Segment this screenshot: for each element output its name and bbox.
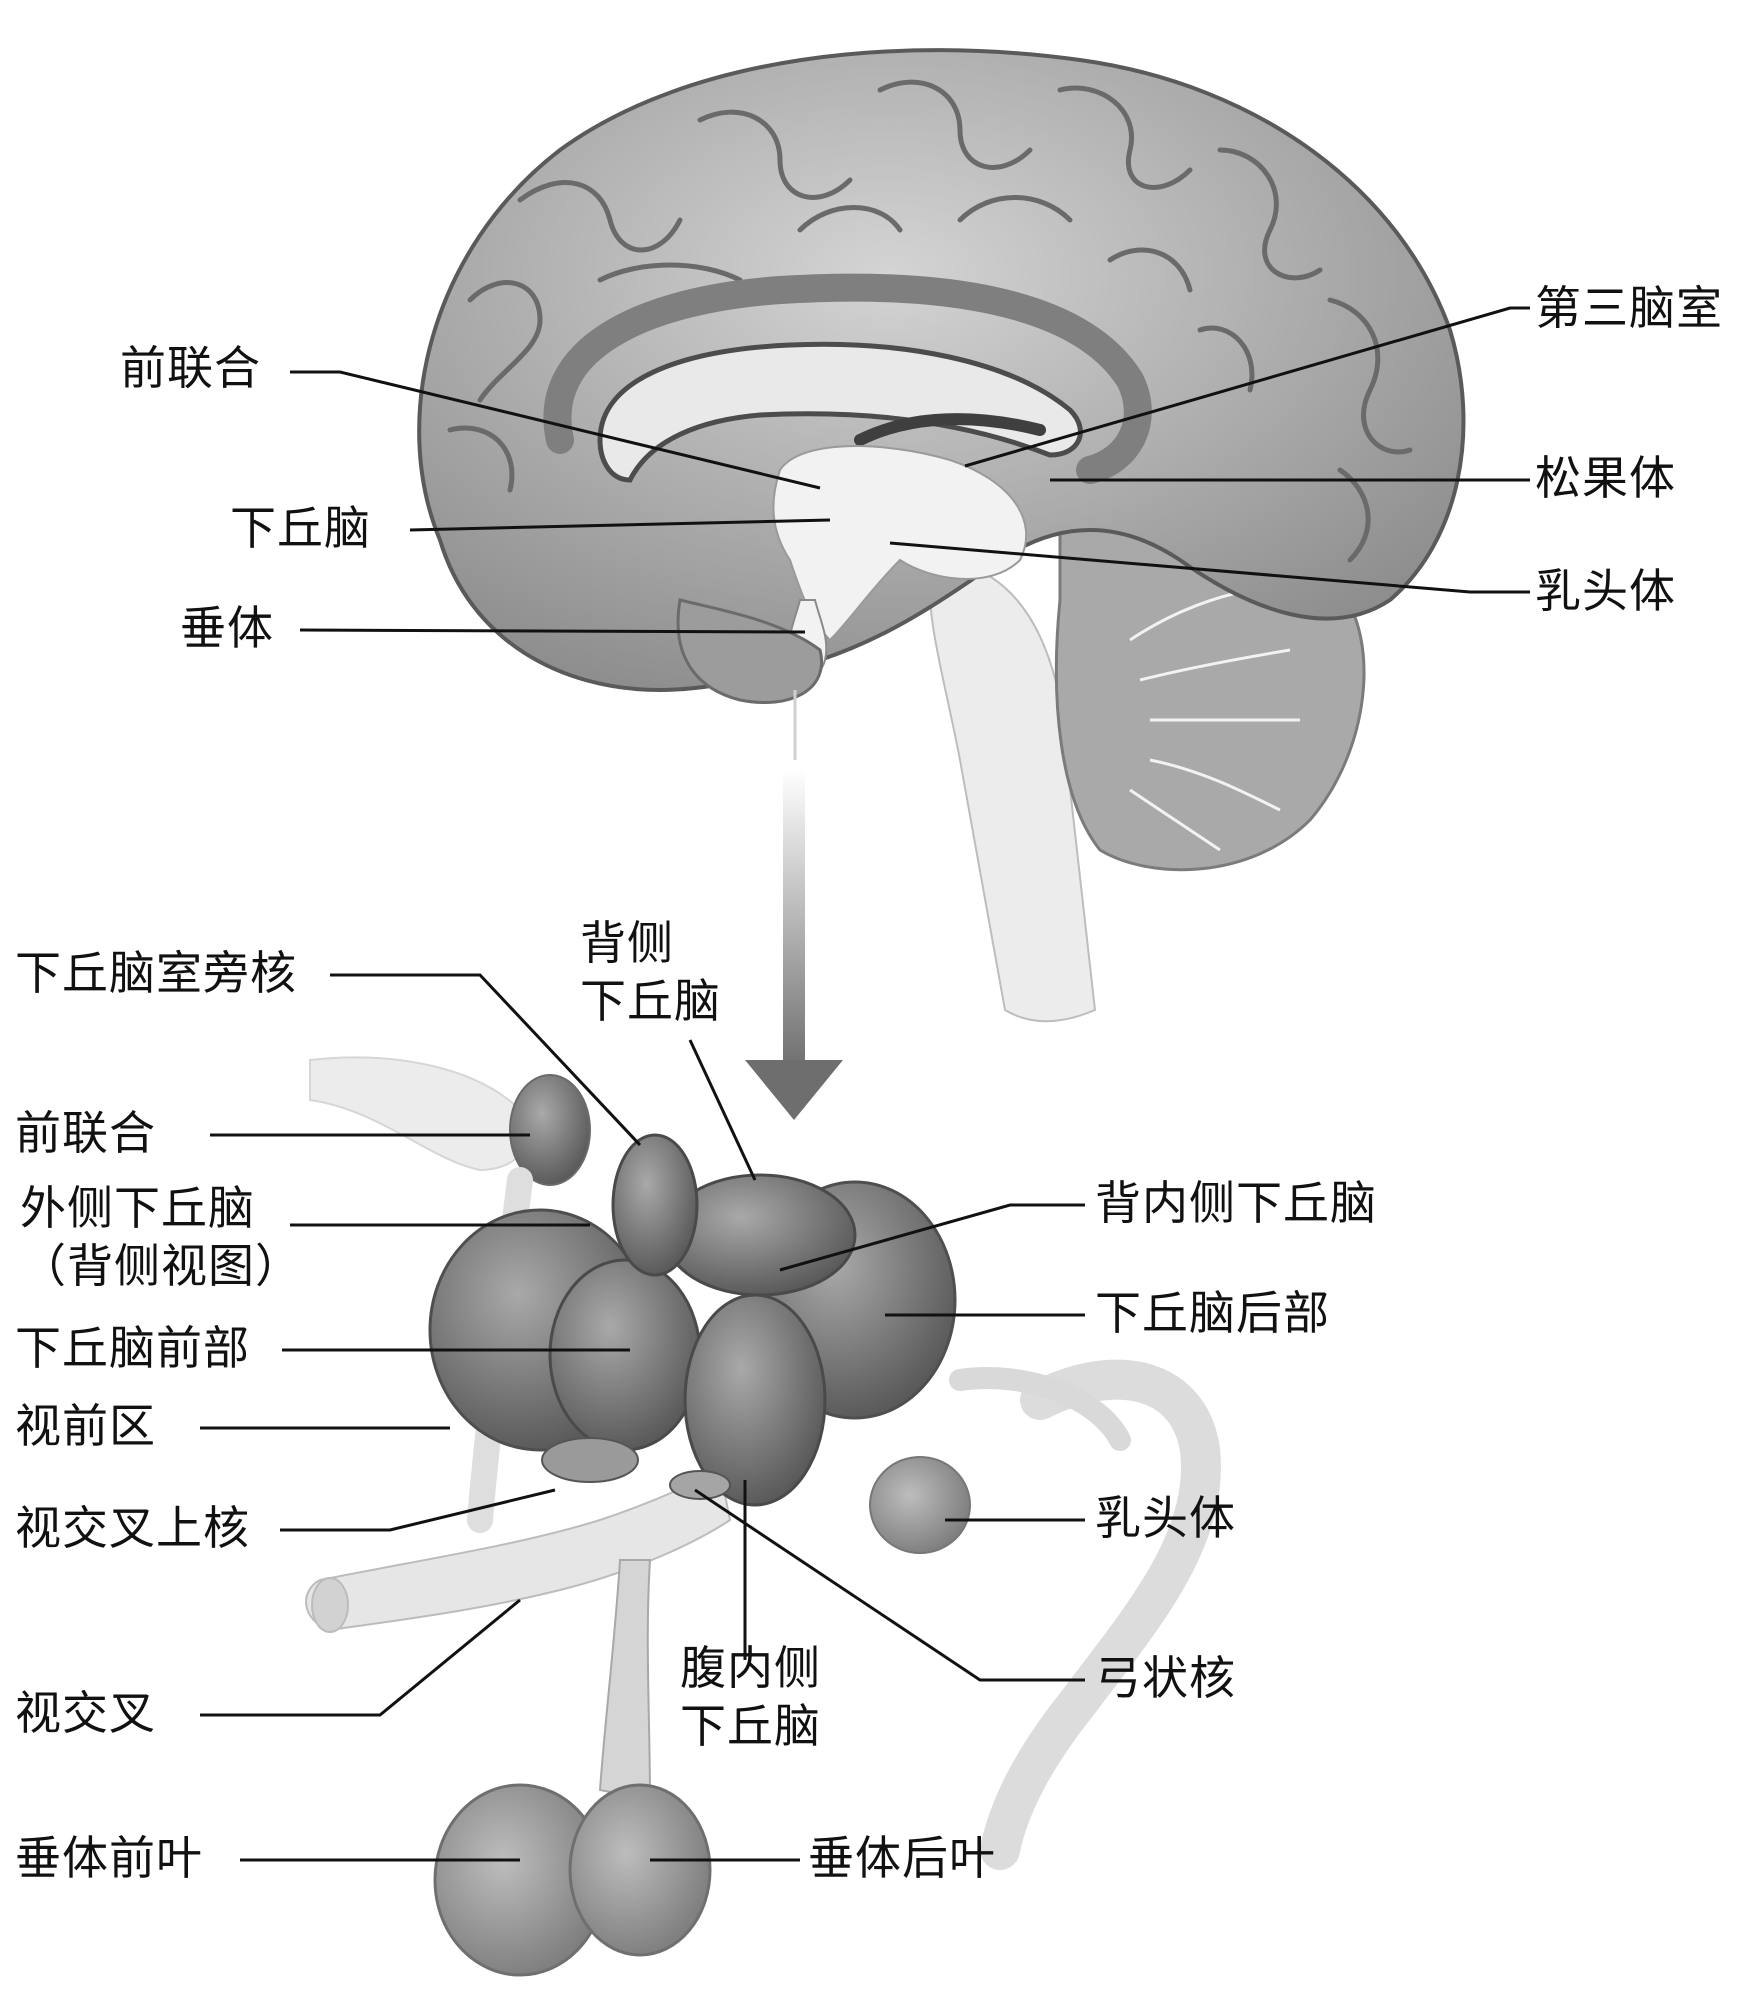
label-anterior-pituitary: 垂体前叶 xyxy=(15,1831,203,1885)
label-dorsal-hypothalamus-line2: 下丘脑 xyxy=(580,973,721,1028)
label-ventromedial-hypothalamus: 腹内侧 下丘脑 xyxy=(680,1640,821,1755)
label-anterior-commissure-top: 前联合 xyxy=(120,341,261,395)
anterior-hypothalamus xyxy=(548,1258,702,1452)
label-paraventricular-nucleus: 下丘脑室旁核 xyxy=(15,946,297,1000)
fornix xyxy=(854,413,1046,446)
posterior-pituitary xyxy=(568,1783,712,1957)
label-mammillary-body-top: 乳头体 xyxy=(1535,564,1676,618)
label-lateral-hypothalamus-line2: （背侧视图） xyxy=(20,1238,302,1293)
label-pineal-body: 松果体 xyxy=(1535,451,1676,505)
cingulate-gyrus xyxy=(543,273,1152,484)
suprachiasmatic-nucleus xyxy=(541,1437,639,1483)
ventromedial-hypothalamus xyxy=(683,1293,827,1507)
gyri xyxy=(447,79,1413,563)
label-third-ventricle: 第三脑室 xyxy=(1535,281,1723,335)
label-dorsal-hypothalamus-line1: 背侧 xyxy=(580,916,674,970)
label-hypothalamus-top: 下丘脑 xyxy=(230,501,371,555)
infundibulum xyxy=(598,1559,652,1802)
arcuate-nucleus xyxy=(669,1470,731,1500)
label-ventromedial-hypothalamus-line2: 下丘脑 xyxy=(680,1698,821,1753)
label-optic-chiasm: 视交叉 xyxy=(15,1686,156,1740)
label-anterior-commissure-detail: 前联合 xyxy=(15,1106,156,1160)
leader-lines xyxy=(200,306,1530,1862)
fornix-faint xyxy=(309,1056,529,1172)
label-preoptic-area: 视前区 xyxy=(15,1399,156,1453)
label-posterior-pituitary: 垂体后叶 xyxy=(808,1831,996,1885)
label-anterior-hypothalamus: 下丘脑前部 xyxy=(15,1321,250,1375)
mammillary-body xyxy=(869,1456,971,1554)
brainstem xyxy=(928,558,1097,1023)
paraventricular-nucleus xyxy=(611,1133,699,1277)
fornix-tract xyxy=(980,1359,1221,1870)
hypothalamus-detail xyxy=(305,1056,1221,1977)
label-lateral-hypothalamus-line1: 外侧下丘脑 xyxy=(20,1181,255,1235)
label-pituitary-top: 垂体 xyxy=(180,601,274,655)
temporal-pole xyxy=(676,598,823,705)
label-dorsomedial-hypothalamus: 背内侧下丘脑 xyxy=(1095,1176,1377,1230)
label-suprachiasmatic-nucleus: 视交叉上核 xyxy=(15,1501,250,1555)
label-ventromedial-hypothalamus-line1: 腹内侧 xyxy=(680,1641,821,1695)
anterior-commissure xyxy=(509,1074,591,1186)
sagittal-brain xyxy=(417,48,1466,1023)
label-lateral-hypothalamus: 外侧下丘脑 （背侧视图） xyxy=(20,1180,302,1295)
label-arcuate-nucleus: 弓状核 xyxy=(1095,1651,1236,1705)
optic-nerve xyxy=(305,1468,732,1632)
corpus-callosum xyxy=(597,341,1083,483)
label-posterior-hypothalamus: 下丘脑后部 xyxy=(1095,1286,1330,1340)
zoom-arrow xyxy=(745,770,843,1120)
label-mammillary-body-detail: 乳头体 xyxy=(1095,1491,1236,1545)
label-dorsal-hypothalamus: 背侧 下丘脑 xyxy=(580,915,721,1030)
